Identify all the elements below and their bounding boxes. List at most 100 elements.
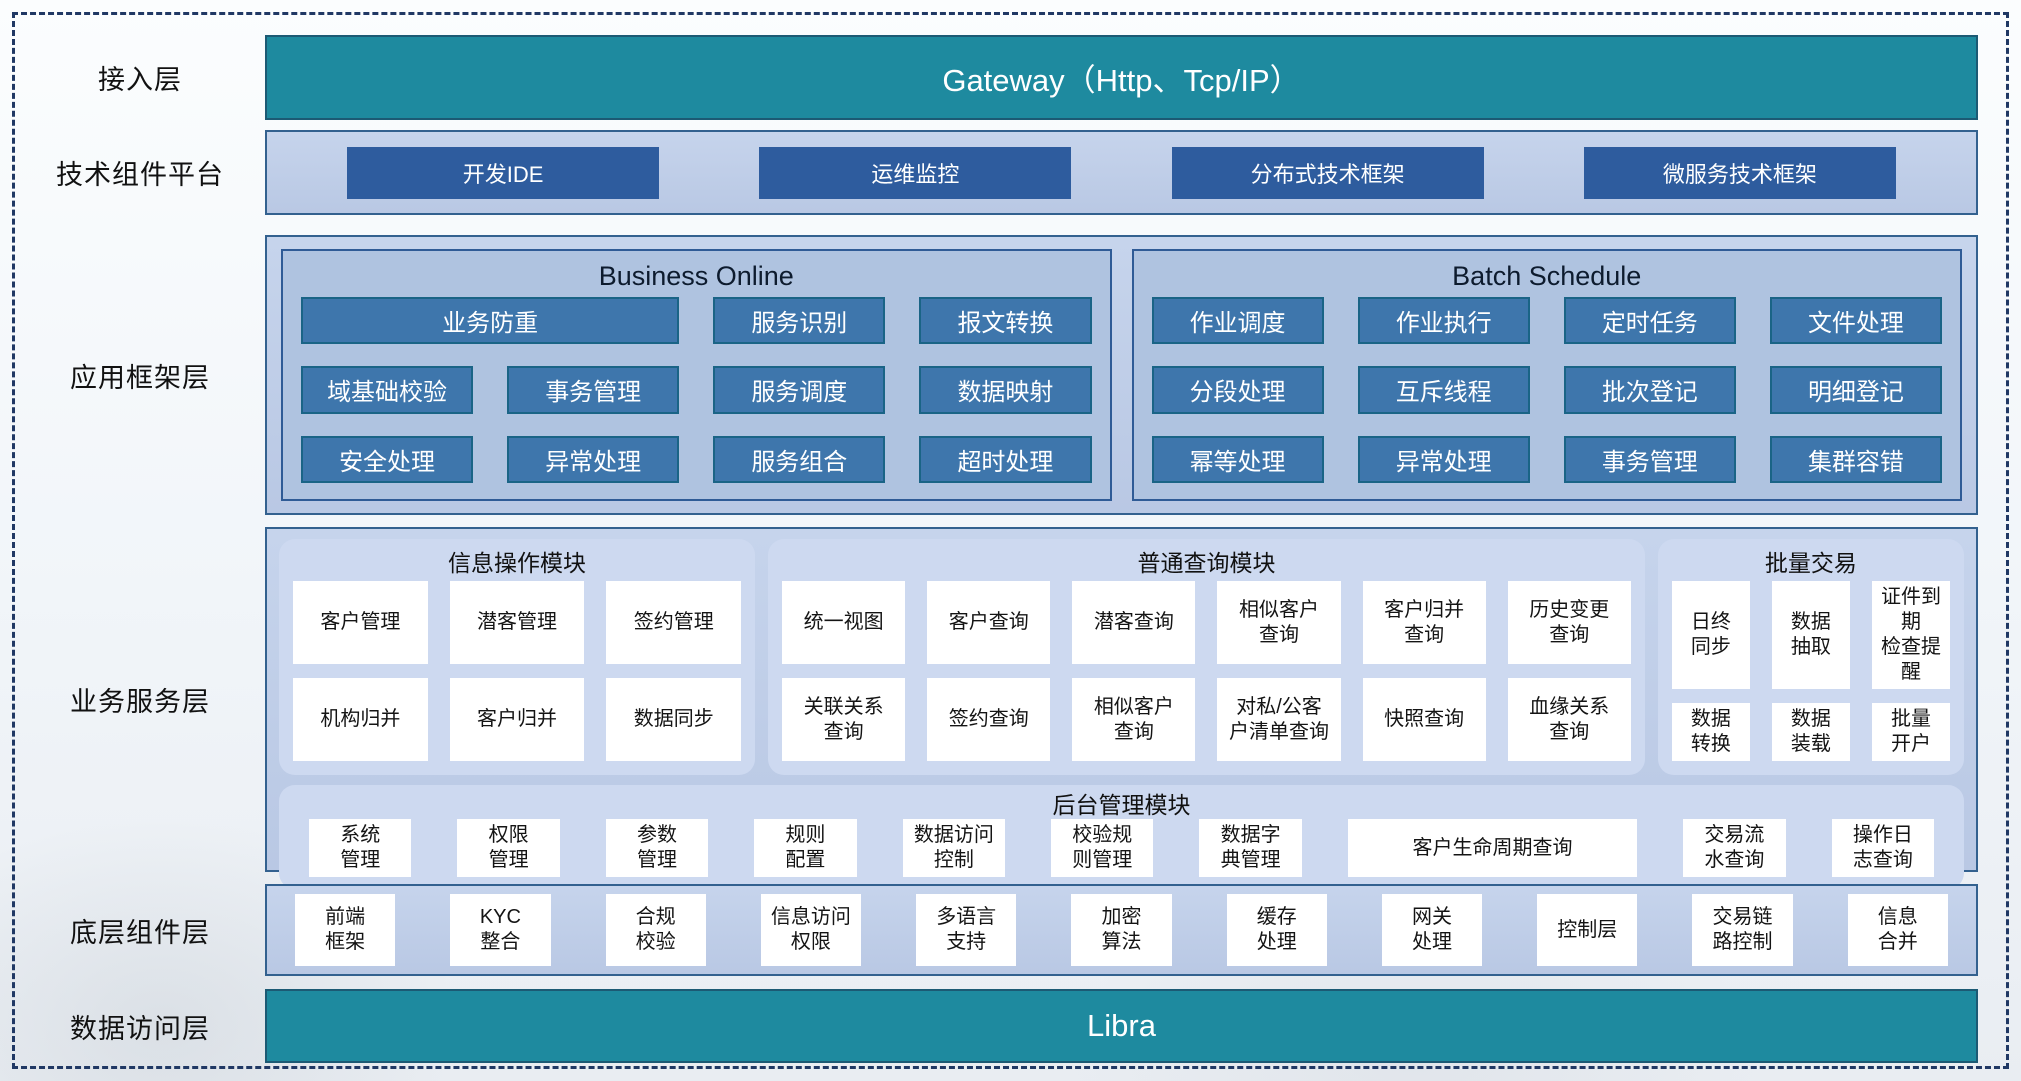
component-item: 控制层	[1537, 894, 1638, 966]
component-item: 缓存 处理	[1226, 894, 1327, 966]
admin-item: 数据字 典管理	[1199, 819, 1302, 877]
layer-label-tech-platform: 技术组件平台	[56, 160, 224, 190]
component-item: 多语言 支持	[916, 894, 1017, 966]
admin-item: 校验规 则管理	[1051, 819, 1154, 877]
service-module: 批量交易日终 同步数据 抽取证件到期 检查提醒数据 转换数据 装载批量 开户	[1657, 539, 1964, 775]
framework-button: 幂等处理	[1151, 435, 1324, 483]
admin-item: 交易流 水查询	[1683, 819, 1786, 877]
framework-panel: Business Online 业务防重服务识别报文转换域基础校验事务管理服务调度…	[281, 249, 1112, 501]
framework-panel-title: Batch Schedule	[1452, 260, 1642, 291]
admin-item: 客户生命周期查询	[1347, 819, 1638, 877]
layer-label-app-framework: 应用框架层	[70, 362, 210, 393]
service-item: 相似客户 查询	[1217, 581, 1341, 664]
layer-business-service: 业务服务层 信息操作模块客户管理潜客管理签约管理机构归并客户归并数据同步 普通查询…	[15, 527, 2006, 889]
service-item: 统一视图	[782, 581, 906, 664]
framework-panel-grid: 作业调度作业执行定时任务文件处理分段处理互斥线程批次登记明细登记幂等处理异常处理…	[1151, 297, 1942, 483]
framework-button: 事务管理	[507, 366, 680, 414]
component-item: 交易链 路控制	[1692, 894, 1793, 966]
framework-button: 批次登记	[1563, 366, 1736, 414]
admin-item: 操作日 志查询	[1831, 819, 1935, 877]
framework-button: 安全处理	[301, 435, 474, 483]
service-module: 信息操作模块客户管理潜客管理签约管理机构归并客户归并数据同步	[279, 539, 756, 775]
service-item: 对私/公客 户清单查询	[1217, 678, 1341, 761]
service-item: 客户管理	[293, 581, 428, 664]
framework-button: 服务识别	[713, 297, 886, 345]
admin-module-title: 后台管理模块	[1052, 792, 1191, 818]
admin-item: 权限 管理	[457, 819, 560, 877]
framework-button: 数据映射	[919, 366, 1092, 414]
service-item: 签约管理	[606, 581, 742, 664]
tech-button: 分布式技术框架	[1171, 146, 1484, 199]
service-module: 普通查询模块统一视图客户查询潜客查询相似客户 查询客户归并 查询历史变更 查询关…	[768, 539, 1645, 775]
service-module-grid: 日终 同步数据 抽取证件到期 检查提醒数据 转换数据 装载批量 开户	[1671, 581, 1950, 761]
service-item: 签约查询	[927, 678, 1051, 761]
service-item: 数据同步	[606, 678, 742, 761]
framework-panel-grid: 业务防重服务识别报文转换域基础校验事务管理服务调度数据映射安全处理异常处理服务组…	[301, 297, 1092, 483]
component-item: 前端 框架	[295, 894, 396, 966]
framework-button: 明细登记	[1769, 366, 1942, 414]
service-module-grid: 统一视图客户查询潜客查询相似客户 查询客户归并 查询历史变更 查询关联关系 查询…	[782, 581, 1631, 761]
service-item: 历史变更 查询	[1507, 581, 1631, 664]
layer-access: 接入层 Gateway（Http、Tcp/IP）	[15, 35, 2006, 120]
admin-item: 规则 配置	[754, 819, 857, 877]
admin-module-panel: 后台管理模块 系统 管理权限 管理参数 管理规则 配置数据访问 控制校验规 则管…	[279, 785, 1964, 889]
service-module-title: 批量交易	[1764, 550, 1857, 576]
layer-label-access: 接入层	[98, 65, 182, 95]
service-item: 关联关系 查询	[782, 678, 906, 761]
framework-panel-title: Business Online	[598, 260, 794, 291]
libra-bar: Libra	[265, 989, 1978, 1063]
service-module-title: 普通查询模块	[1137, 550, 1276, 576]
framework-button: 业务防重	[301, 297, 680, 345]
admin-item: 参数 管理	[605, 819, 709, 877]
service-item: 客户归并 查询	[1362, 581, 1486, 664]
service-item: 数据 抽取	[1771, 581, 1850, 689]
business-service-body: 信息操作模块客户管理潜客管理签约管理机构归并客户归并数据同步 普通查询模块统一视图…	[265, 527, 1978, 889]
framework-button: 异常处理	[1357, 435, 1530, 483]
service-item: 血缘关系 查询	[1507, 678, 1631, 761]
tech-button: 微服务技术框架	[1583, 146, 1896, 199]
framework-button: 服务调度	[713, 366, 886, 414]
framework-button: 域基础校验	[301, 366, 474, 414]
layer-data-access: 数据访问层 Libra	[15, 989, 2006, 1063]
service-item: 快照查询	[1362, 678, 1486, 761]
service-item: 潜客管理	[449, 581, 585, 664]
service-item: 数据 装载	[1771, 703, 1850, 761]
service-item: 客户归并	[449, 678, 585, 761]
component-item: 网关 处理	[1381, 894, 1483, 966]
service-item: 批量 开户	[1871, 703, 1950, 761]
framework-button: 集群容错	[1769, 435, 1942, 483]
layer-tech-platform: 技术组件平台 开发IDE 运维监控 分布式技术框架 微服务技术框架	[15, 130, 2006, 215]
framework-button: 文件处理	[1769, 297, 1942, 345]
admin-item: 系统 管理	[309, 819, 412, 877]
gateway-bar: Gateway（Http、Tcp/IP）	[265, 35, 1978, 120]
service-item: 客户查询	[927, 581, 1051, 664]
tech-platform-row: 开发IDE 运维监控 分布式技术框架 微服务技术框架	[265, 130, 1978, 215]
service-item: 相似客户 查询	[1072, 678, 1196, 761]
framework-button: 超时处理	[919, 435, 1092, 483]
service-item: 机构归并	[293, 678, 428, 761]
framework-button: 事务管理	[1563, 435, 1736, 483]
service-item: 数据 转换	[1671, 703, 1750, 761]
tech-button: 开发IDE	[347, 146, 660, 199]
component-item: 信息 合并	[1847, 894, 1948, 966]
service-module-title: 信息操作模块	[448, 550, 587, 576]
framework-button: 报文转换	[919, 297, 1092, 345]
layer-label-bottom-components: 底层组件层	[70, 917, 210, 948]
admin-item: 数据访问 控制	[902, 819, 1006, 877]
admin-module-row: 系统 管理权限 管理参数 管理规则 配置数据访问 控制校验规 则管理数据字 典管…	[309, 819, 1935, 877]
framework-button: 互斥线程	[1357, 366, 1530, 414]
framework-button: 作业执行	[1357, 297, 1530, 345]
layer-label-data-access: 数据访问层	[70, 1013, 210, 1044]
layer-label-business-service: 业务服务层	[70, 687, 210, 717]
framework-button: 作业调度	[1151, 297, 1324, 345]
component-item: 加密 算法	[1071, 894, 1172, 966]
service-item: 证件到期 检查提醒	[1871, 581, 1950, 689]
service-module-grid: 客户管理潜客管理签约管理机构归并客户归并数据同步	[293, 581, 742, 761]
tech-button: 运维监控	[759, 146, 1072, 199]
business-service-modules: 信息操作模块客户管理潜客管理签约管理机构归并客户归并数据同步 普通查询模块统一视图…	[279, 539, 1964, 775]
framework-button: 定时任务	[1563, 297, 1736, 345]
